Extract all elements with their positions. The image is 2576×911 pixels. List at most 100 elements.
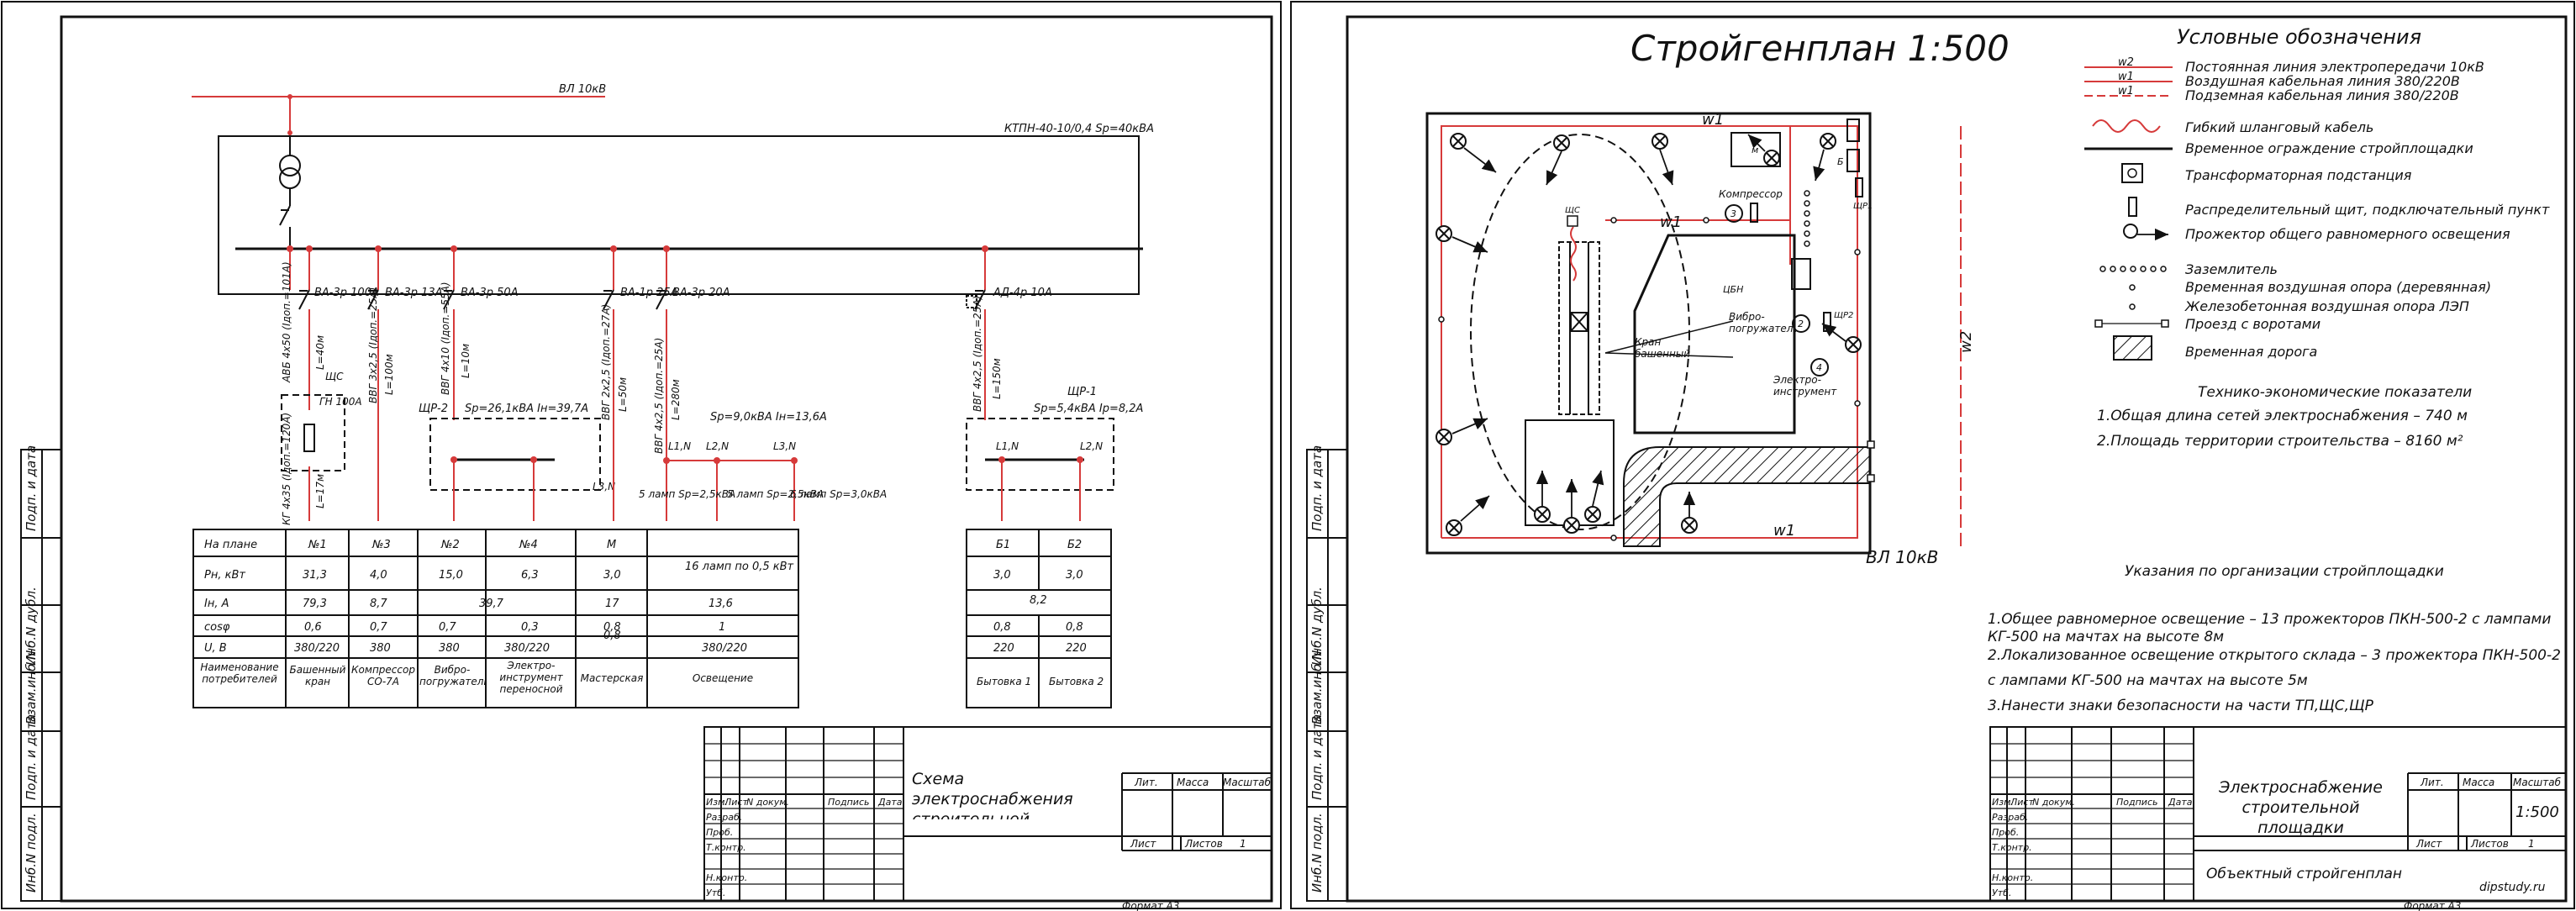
shr2-power: Sр=26,1кВА Iн=39,7А xyxy=(465,403,588,415)
stamp-listov-num: 1 xyxy=(1240,838,1246,850)
flexible-cable xyxy=(1570,226,1577,282)
sheet1-side-strip xyxy=(20,449,62,902)
table-cell: 17 xyxy=(605,598,619,610)
legend-code: w1 xyxy=(2118,71,2134,83)
stamp-row: Утб. xyxy=(1992,887,2011,898)
table-cell: Компрессор СО-7А xyxy=(351,664,415,687)
junction-dot xyxy=(375,245,382,252)
legend-item: Воздушная кабельная линия 380/220В xyxy=(2185,73,2460,89)
panel-symbol xyxy=(1855,177,1863,197)
sheet2-side-strip xyxy=(1306,449,1348,902)
gn-symbol xyxy=(303,424,315,452)
legend-title: Условные обозначения xyxy=(2177,25,2421,49)
title-block-2-rows xyxy=(1990,743,2194,885)
stamp-masshtab: Масштаб xyxy=(1223,777,1272,788)
legend-symbols xyxy=(2084,66,2173,361)
stamp-row: Т.контр. xyxy=(706,842,746,853)
sheet1-outer-frame xyxy=(1,1,1282,909)
table-row-label: Iн, А xyxy=(204,598,229,610)
stamp-row: Утб. xyxy=(706,887,725,898)
breaker-label: ВА-3р 13А xyxy=(385,287,443,299)
phase-label: L2,N xyxy=(706,440,729,452)
table-cell: 39,7 xyxy=(479,598,504,610)
w2-label: w2 xyxy=(1957,331,1975,353)
junction-dot xyxy=(610,245,617,252)
title-block-1 xyxy=(703,726,1272,902)
watermark: dipstudy.ru xyxy=(2479,881,2546,894)
phase-label: L3,N xyxy=(593,481,615,492)
shs-box xyxy=(281,394,345,471)
table-cell: 0,6 xyxy=(304,621,322,634)
consumer-label: 2 xyxy=(1798,319,1804,329)
table-header: Б2 xyxy=(1067,539,1082,551)
stamp-title: Схема электроснабжения строительной площ… xyxy=(912,770,1073,819)
table-cell: 31,3 xyxy=(303,569,327,582)
crane-label: Кран башенный xyxy=(1635,336,1690,360)
legend-item: Железобетонная воздушная опора ЛЭП xyxy=(2184,298,2469,314)
note-line: КГ-500 на мачтах на высоте 8м xyxy=(1988,629,2224,645)
shr1-label: ЩР1 xyxy=(1853,202,1873,211)
table-cell: 16 ламп по 0,5 кВт xyxy=(685,561,794,573)
cable-length: L=17м xyxy=(314,474,326,508)
lamps-label: 5 ламп Sр=2,5кВА xyxy=(727,488,824,500)
stamp-lit: Лит. xyxy=(2420,777,2444,788)
gn-label: ГН 100А xyxy=(319,396,362,408)
table-cell: Освещение xyxy=(693,672,753,684)
breaker-label: АД-4р 10А xyxy=(993,287,1052,299)
stamp-row: Проб. xyxy=(1992,827,2019,838)
lighting-power: Sр=9,0кВА Iн=13,6А xyxy=(710,411,827,424)
side-label: Подп. и дата xyxy=(1309,714,1325,800)
table-cell: Электро-инструмент переносной xyxy=(499,660,562,695)
cable-label: АВБ 4х50 (Iдоп.=101А) xyxy=(281,261,292,383)
table-cell: Башенный кран xyxy=(290,664,346,687)
cbn-label: ЦБН xyxy=(1723,284,1743,295)
cabin-label: Б xyxy=(1837,156,1844,167)
stamp-col: Дата xyxy=(877,797,903,808)
legend-item: Временная воздушная опора (деревянная) xyxy=(2185,279,2491,295)
side-label: Инб.N подл. xyxy=(1309,813,1325,893)
format-label: Формат А3 xyxy=(2404,900,2461,911)
table-cell: 0,8 xyxy=(603,629,621,642)
stamp-massa: Масса xyxy=(2463,777,2494,788)
cabin-box xyxy=(1846,118,1860,142)
junction-dot xyxy=(450,456,457,463)
table-cell: 3,0 xyxy=(603,569,621,582)
cable-length: L=280м xyxy=(670,379,682,420)
legend-item: Трансформаторная подстанция xyxy=(2185,167,2412,183)
crane-track xyxy=(1558,241,1600,415)
junction-dot xyxy=(287,245,293,252)
cable-length: L=10м xyxy=(460,344,471,378)
shs-label: ЩС xyxy=(325,371,344,382)
shr2-box xyxy=(429,418,601,491)
w1-label: w1 xyxy=(1660,213,1682,231)
w1-label: w1 xyxy=(1702,111,1724,129)
table-header: На плане xyxy=(204,539,257,551)
table-cell: 3,0 xyxy=(993,569,1011,582)
table-cell: 220 xyxy=(1066,642,1087,655)
breaker-label: ВА-3р 100А xyxy=(314,287,379,299)
stamp-col: Изм. xyxy=(706,797,728,808)
phase-label: L1,N xyxy=(668,440,691,452)
cable-length: L=40м xyxy=(314,335,326,370)
cable-label: ВВГ 4х10 (Iдоп.=55А) xyxy=(440,282,451,395)
sheet-2: Инб.N подл. Подп. и дата Взам.инб.N Инб.… xyxy=(1290,1,2575,911)
table-header: №3 xyxy=(371,539,391,551)
junction-dot xyxy=(287,130,292,135)
table-cell: 13,6 xyxy=(709,598,733,610)
table-cell: 1 xyxy=(719,621,725,634)
note-line: 3.Нанести знаки безопасности на части ТП… xyxy=(1988,698,2374,714)
panel-symbol xyxy=(1750,203,1758,223)
stamp-col: Лист xyxy=(724,797,748,808)
stamp-col: N докум. xyxy=(746,797,789,808)
shr1-power: Sр=5,4кВА Iр=8,2А xyxy=(1034,403,1143,415)
title-block-2 xyxy=(1989,726,2567,902)
table-cell: Бытовка 2 xyxy=(1049,676,1104,687)
table-cell: 380 xyxy=(439,642,460,655)
cable-label: ВВГ 2х2,5 (Iдоп.=27А) xyxy=(600,304,612,420)
table-cell: 0,7 xyxy=(370,621,387,634)
stamp-col: Подпись xyxy=(828,797,869,808)
stamp-row: Т.контр. xyxy=(1992,842,2032,853)
side-label: Инб.N подл. xyxy=(24,813,39,893)
sheet2-outer-frame xyxy=(1290,1,2575,909)
